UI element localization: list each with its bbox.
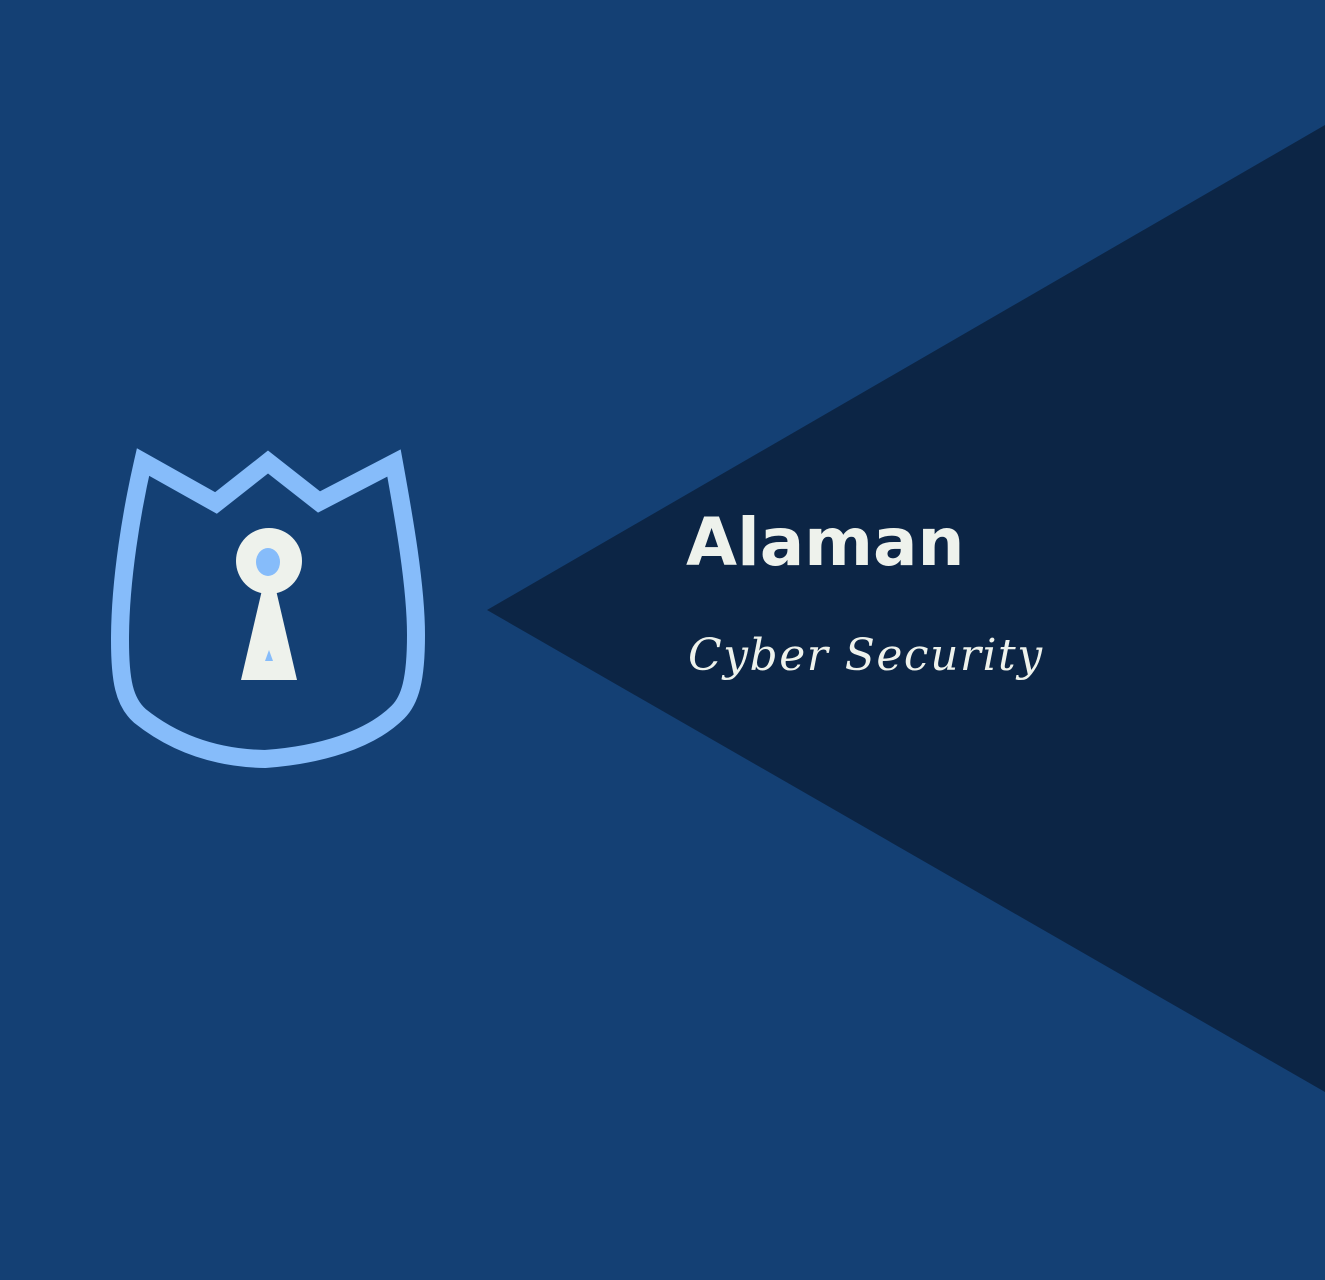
shield-outline-icon <box>110 448 426 769</box>
keyhole-slot-icon <box>241 590 297 680</box>
dark-triangle-shape <box>487 125 1325 1092</box>
keyhole-center-icon <box>256 548 280 576</box>
brand-tagline: Cyber Security <box>688 630 1044 681</box>
shield-keyhole-icon <box>110 448 426 769</box>
brand-name: Alaman <box>686 504 965 581</box>
keyhole-notch-icon <box>265 650 273 661</box>
